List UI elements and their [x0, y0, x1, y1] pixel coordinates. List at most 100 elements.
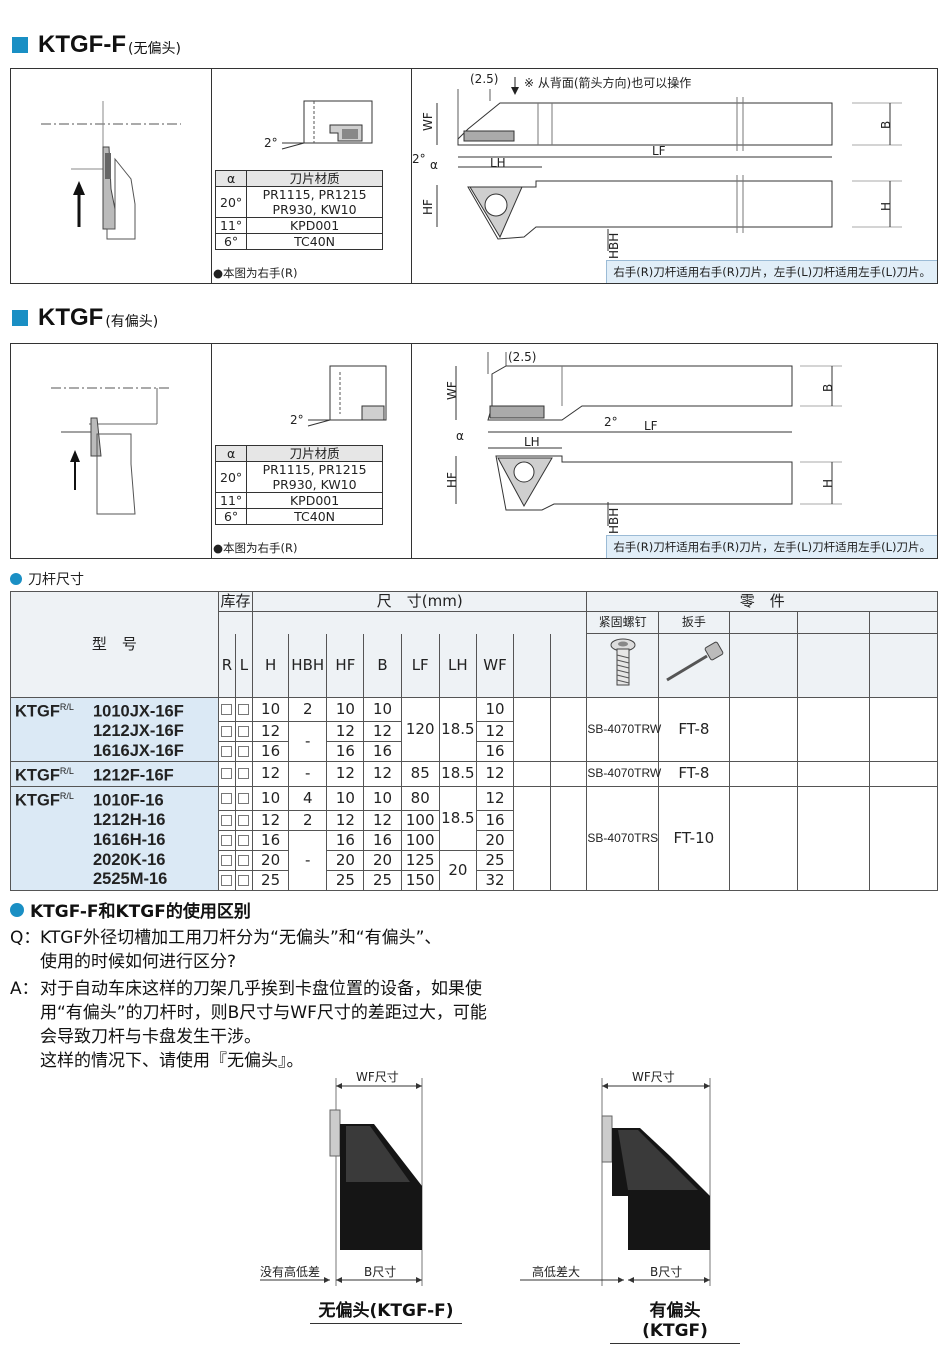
svg-text:WF: WF — [421, 112, 435, 131]
mat-grade: PR1115, PR1215 — [262, 187, 367, 202]
bullet-dot — [10, 573, 22, 585]
svg-text:H: H — [821, 479, 835, 488]
svg-text:LF: LF — [652, 144, 666, 158]
svg-text:H: H — [879, 202, 893, 211]
section1-title: KTGF-F (无偏头) — [12, 31, 181, 58]
mat-grade: PR930, KW10 — [272, 202, 357, 217]
svg-text:HBH: HBH — [607, 233, 621, 259]
section-marker — [12, 310, 28, 326]
svg-text:LH: LH — [490, 156, 506, 170]
svg-text:α: α — [430, 158, 438, 172]
model-2525M-16: 2525M-16 — [10, 870, 219, 891]
model-1212JX-16F: 1212JX-16F — [10, 721, 219, 742]
bullet-dot — [10, 902, 24, 917]
section2-title: KTGF (有偏头) — [12, 304, 158, 331]
holder-drawing-f: (2.5) ※ 从背面(箭头方向)也可以操作 WF B LF LH 2° α H… — [412, 72, 902, 259]
mat-angle: 6° — [214, 233, 248, 250]
stock-checkbox-r[interactable] — [221, 834, 233, 846]
mat-angle: 20° — [214, 186, 248, 218]
svg-text:2°: 2° — [412, 152, 426, 166]
col-hf: HF — [326, 633, 365, 698]
stock-checkbox-l[interactable] — [238, 792, 250, 804]
stock-checkbox-r[interactable] — [221, 726, 233, 737]
stock-checkbox-r[interactable] — [221, 746, 233, 757]
svg-text:※ 从背面(箭头方向)也可以操作: ※ 从背面(箭头方向)也可以操作 — [524, 75, 691, 90]
stock-checkbox-l[interactable] — [238, 746, 250, 757]
mat-angle: 11° — [214, 217, 248, 234]
holder-drawing: (2.5) WF B 2° LF LH α HF H HBH — [445, 350, 842, 534]
svg-text:2°: 2° — [290, 413, 304, 427]
section-marker — [12, 37, 28, 53]
svg-text:没有高低差: 没有高低差 — [260, 1264, 320, 1279]
right-hand-note: ●本图为右手(R) — [213, 266, 298, 280]
col-screw: 紧固螺钉 — [586, 611, 659, 634]
stock-checkbox-l[interactable] — [238, 726, 250, 737]
svg-text:(2.5): (2.5) — [470, 72, 498, 86]
col-stock: 库存 — [217, 591, 254, 612]
svg-text:HF: HF — [445, 472, 459, 488]
svg-text:LF: LF — [644, 419, 658, 433]
offset-comparison: WF尺寸 高低差大 B尺寸 — [520, 1070, 711, 1286]
question-block: Q：KTGF外径切槽加工用刀杆分为“无偏头”和“有偏头”、 使用的时候如何进行区… — [10, 928, 442, 972]
mat-grade: KPD001 — [246, 217, 383, 234]
svg-text:HF: HF — [421, 199, 435, 215]
angle-label: 2° — [264, 136, 278, 150]
svg-text:B尺寸: B尺寸 — [650, 1265, 682, 1279]
right-hand-note: ●本图为右手(R) — [213, 541, 298, 555]
stock-checkbox-r[interactable] — [221, 874, 233, 886]
col-b: B — [363, 633, 402, 698]
stock-checkbox-l[interactable] — [238, 768, 250, 780]
model-1616JX-16F: 1616JX-16F — [10, 741, 219, 762]
svg-text:LH: LH — [524, 435, 540, 449]
col-wrench: 扳手 — [657, 611, 731, 634]
stock-checkbox-r[interactable] — [221, 814, 233, 826]
svg-text:(2.5): (2.5) — [508, 350, 536, 364]
offset-caption: 有偏头(KTGF) — [610, 1296, 740, 1344]
mat-col-alpha: α — [214, 170, 248, 187]
stock-checkbox-l[interactable] — [238, 854, 250, 866]
col-parts: 零 件 — [586, 591, 938, 612]
stock-checkbox-r[interactable] — [221, 768, 233, 780]
stock-checkbox-r[interactable] — [221, 854, 233, 866]
svg-text:高低差大: 高低差大 — [532, 1264, 580, 1279]
screw-icon — [586, 633, 659, 698]
svg-text:WF尺寸: WF尺寸 — [632, 1070, 675, 1084]
no-offset-comparison: WF尺寸 没有高低差 B尺寸 — [260, 1070, 423, 1286]
holder-spec-table: 型 号 库存 尺 寸(mm) 零 件 紧固螺钉 扳手 R L H HBH HF … — [10, 591, 939, 891]
mat-grade: TC40N — [246, 233, 383, 250]
col-left-hand: L — [234, 633, 254, 698]
stock-checkbox-l[interactable] — [238, 814, 250, 826]
col-dimensions: 尺 寸(mm) — [252, 591, 588, 612]
stock-checkbox-r[interactable] — [221, 704, 233, 715]
svg-text:B: B — [821, 384, 835, 392]
wrench-icon — [657, 633, 731, 698]
model-1616H-16: 1616H-16 — [10, 830, 219, 850]
usage-heading: KTGF-F和KTGF的使用区别 — [10, 897, 251, 922]
svg-text:B: B — [879, 121, 893, 129]
col-lh: LH — [438, 633, 477, 698]
col-model: 型 号 — [10, 591, 219, 698]
stock-checkbox-l[interactable] — [238, 834, 250, 846]
svg-text:WF尺寸: WF尺寸 — [356, 1070, 399, 1084]
col-h: H — [252, 633, 290, 698]
model-2020K-16: 2020K-16 — [10, 850, 219, 870]
stock-checkbox-l[interactable] — [238, 704, 250, 715]
svg-text:α: α — [456, 429, 464, 443]
svg-text:HBH: HBH — [607, 508, 621, 534]
stock-checkbox-l[interactable] — [238, 874, 250, 886]
model-1212H-16: 1212H-16 — [10, 810, 219, 830]
col-lf: LF — [400, 633, 440, 698]
col-right-hand: R — [217, 633, 236, 698]
lathe-schematic — [51, 387, 171, 515]
col-wf: WF — [475, 633, 515, 698]
hand-compatibility-note: 右手(R)刀杆适用右手(R)刀片，左手(L)刀杆适用左手(L)刀片。 — [606, 535, 937, 558]
stock-checkbox-r[interactable] — [221, 792, 233, 804]
no-offset-caption: 无偏头(KTGF-F) — [310, 1296, 462, 1324]
svg-text:2°: 2° — [604, 415, 618, 429]
